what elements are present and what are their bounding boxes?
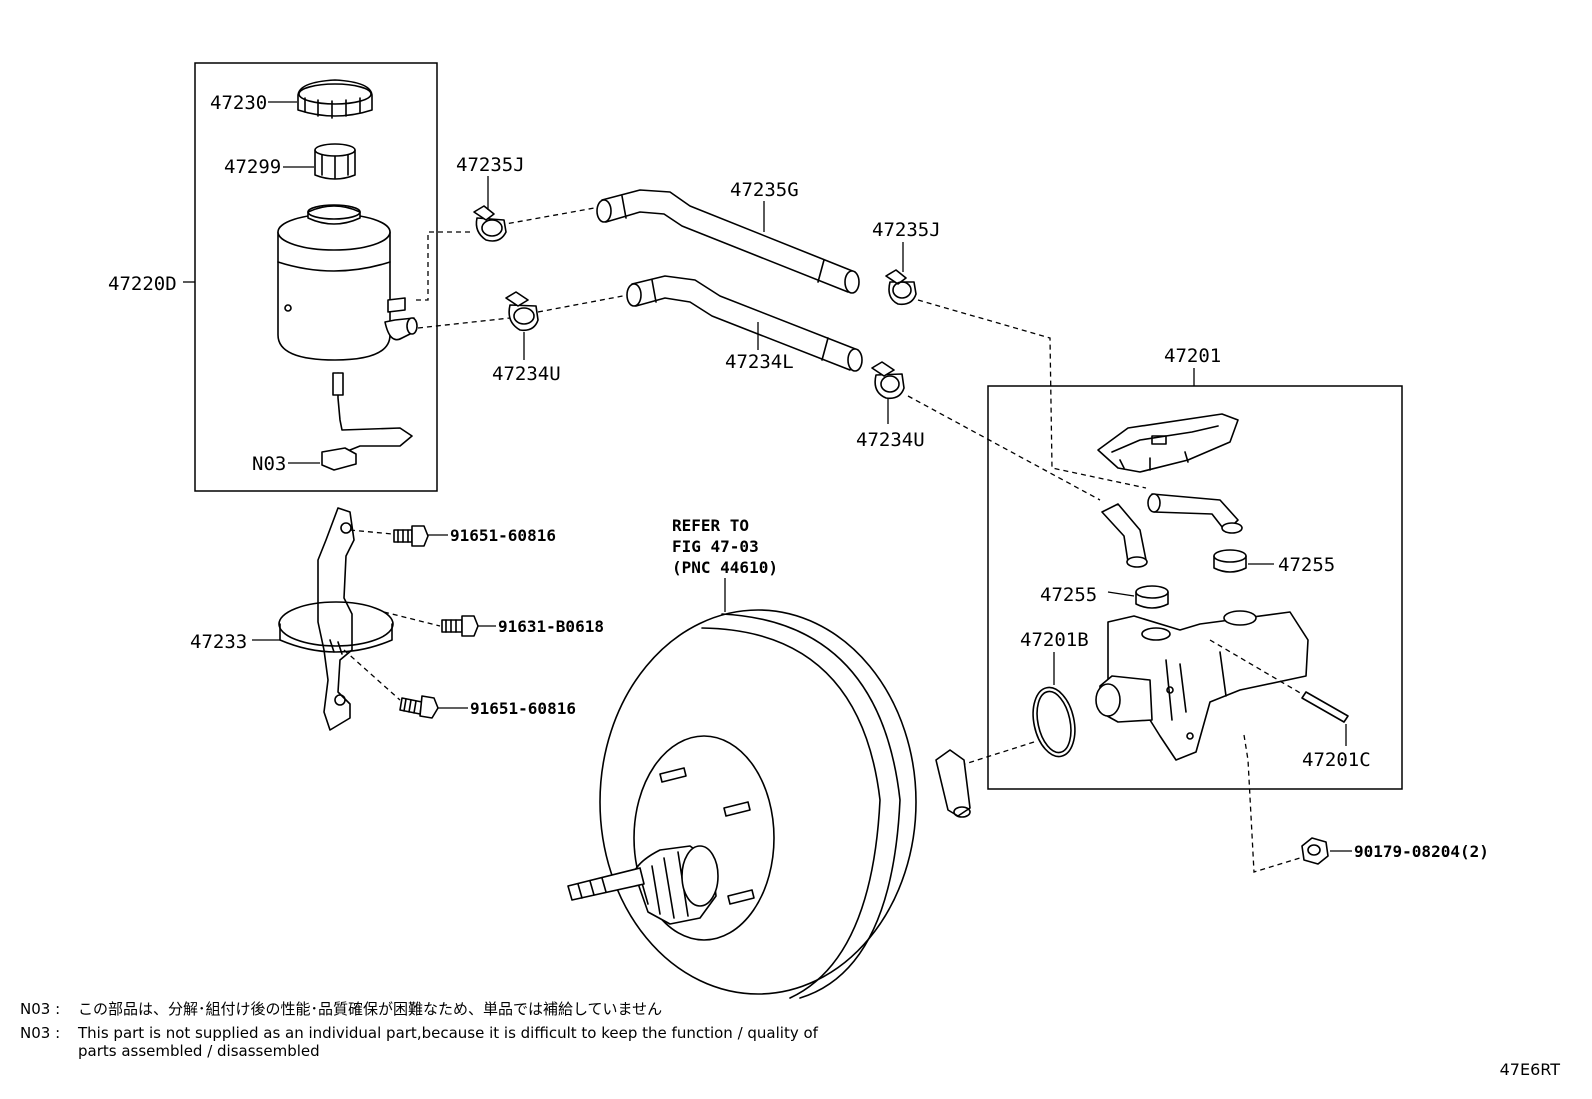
label-47299: 47299: [224, 156, 281, 178]
note-japanese: N03 : この部品は、分解･組付け後の性能･品質確保が困難なため、単品では補給…: [20, 1000, 818, 1018]
label-N03: N03: [252, 453, 286, 475]
bolt-top: [393, 525, 429, 547]
refer-line-2: FIG 47-03: [672, 537, 759, 556]
dash-bolt-1: [349, 529, 393, 535]
flange-nut: [1301, 837, 1329, 865]
label-91631: 91631-B0618: [498, 617, 604, 636]
label-47255-a: 47255: [1040, 584, 1097, 606]
bolt-middle: [441, 615, 479, 637]
hose-clamp-upper-left: [473, 205, 507, 242]
reservoir-hose-upper: [596, 189, 860, 294]
dash-reservoir-upper: [416, 206, 601, 301]
o-ring-inner: [1036, 690, 1072, 754]
dash-nut: [1243, 734, 1301, 873]
dash-bolt-2: [383, 611, 441, 627]
master-reservoir-bracket: [1097, 413, 1239, 473]
label-91651-a: 91651-60816: [450, 526, 556, 545]
dash-to-master-upper: [917, 299, 1147, 489]
reservoir-hose-lower: [626, 275, 863, 372]
leader-47255-a: [1107, 591, 1135, 597]
label-47220D: 47220D: [108, 273, 177, 295]
label-47201C: 47201C: [1302, 749, 1371, 771]
refer-line-3: (PNC 44610): [672, 558, 778, 577]
reservoir-assembly-box: [194, 62, 438, 492]
master-inlet-pipe-right: [1147, 493, 1243, 534]
refer-line-1: REFER TO: [672, 516, 749, 535]
figure-code: 47E6RT: [1499, 1060, 1560, 1079]
hose-clamp-lower-left: [505, 291, 539, 332]
label-47235J-a: 47235J: [456, 154, 525, 176]
label-47230: 47230: [210, 92, 267, 114]
note-code: N03 :: [20, 1024, 61, 1042]
hose-clamp-lower-right: [871, 361, 905, 400]
o-ring: [1032, 686, 1076, 758]
reservoir-tank: [277, 204, 418, 361]
label-47255-b: 47255: [1278, 554, 1335, 576]
label-47234U-a: 47234U: [492, 363, 561, 385]
hose-clamp-upper-right: [885, 269, 917, 306]
note-text: This part is not supplied as an individu…: [78, 1024, 818, 1060]
label-47201B: 47201B: [1020, 629, 1089, 651]
notes-section: N03 : この部品は、分解･組付け後の性能･品質確保が困難なため、単品では補給…: [20, 1000, 818, 1066]
grommet-right: [1213, 549, 1247, 573]
label-47234L: 47234L: [725, 351, 794, 373]
label-47235G: 47235G: [730, 179, 799, 201]
note-code: N03 :: [20, 1000, 61, 1018]
dash-reservoir-lower: [417, 294, 629, 329]
bolt-bottom: [399, 695, 439, 719]
label-90179: 90179-08204(2): [1354, 842, 1489, 861]
master-cylinder-body: [1095, 610, 1309, 761]
master-cylinder-box: [987, 385, 1403, 790]
label-47235J-b: 47235J: [872, 219, 941, 241]
label-91651-b: 91651-60816: [470, 699, 576, 718]
brake-booster: [567, 609, 971, 999]
label-47234U-b: 47234U: [856, 429, 925, 451]
master-pin: [1301, 691, 1349, 723]
note-english: N03 : This part is not supplied as an in…: [20, 1024, 818, 1060]
dash-bolt-3: [343, 649, 401, 701]
note-text: この部品は、分解･組付け後の性能･品質確保が困難なため、単品では補給していません: [78, 1000, 663, 1018]
grommet-left: [1135, 585, 1169, 609]
level-sensor: [321, 372, 413, 471]
label-47201: 47201: [1164, 345, 1221, 367]
label-47233: 47233: [190, 631, 247, 653]
reservoir-strainer: [314, 143, 356, 180]
reservoir-cap: [297, 79, 373, 119]
master-inlet-pipe-left: [1101, 503, 1148, 568]
dash-to-master-lower: [907, 395, 1101, 501]
reservoir-bracket: [278, 507, 394, 731]
